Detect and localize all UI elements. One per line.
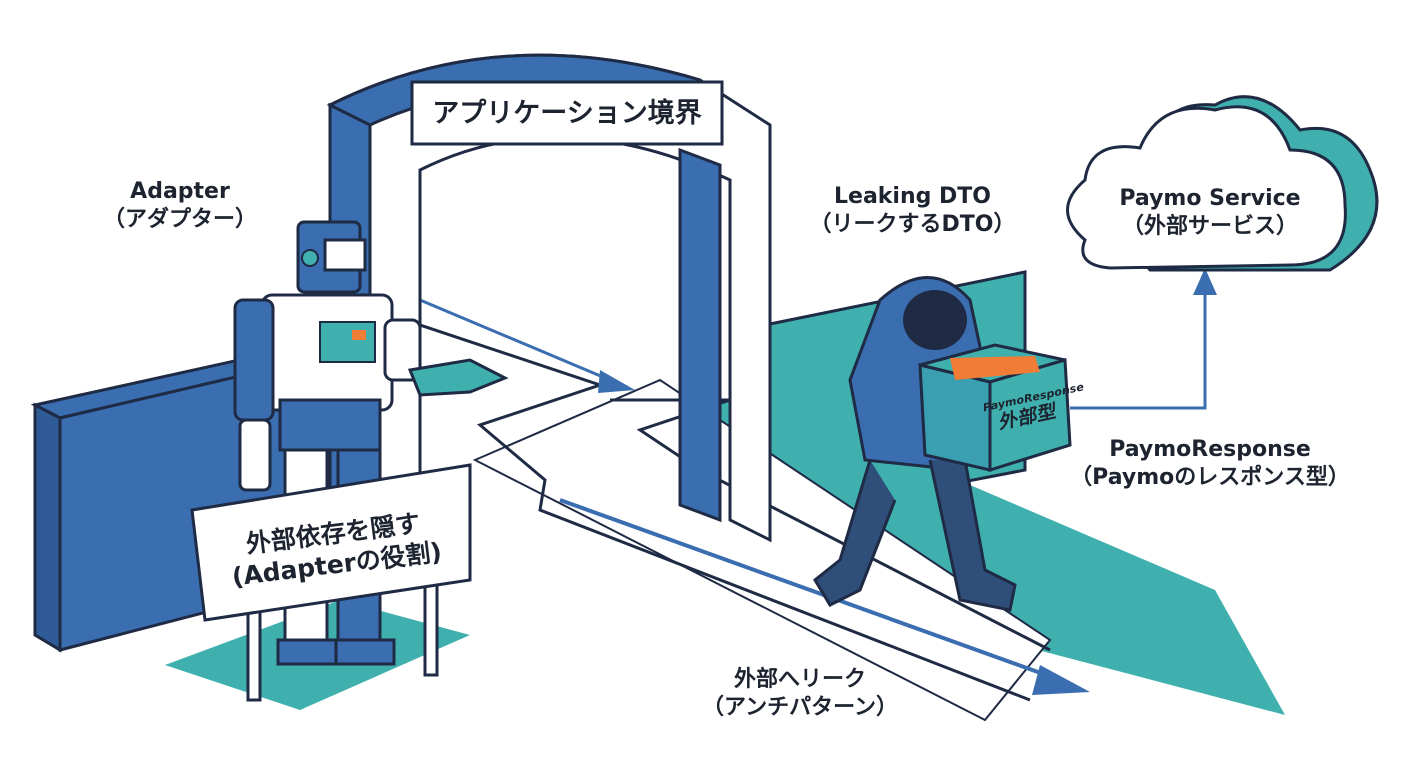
response-name-ja: （Paymoのレスポンス型） <box>1065 464 1355 492</box>
response-name: PaymoResponse <box>1065 436 1355 464</box>
sign-post-left <box>248 600 260 700</box>
left-wall-face <box>35 405 60 650</box>
leaking-label: Leaking DTO （リークするDTO） <box>800 183 1025 238</box>
leaking-name: Leaking DTO <box>800 183 1025 211</box>
adapter-name-ja: （アダプター） <box>95 206 265 234</box>
arch-title: アプリケーション境界 <box>412 97 722 131</box>
service-connector <box>1070 290 1205 408</box>
leak-line1: 外部へリーク <box>700 666 900 694</box>
sign-post-right <box>425 580 437 675</box>
leak-label: 外部へリーク （アンチパターン） <box>700 666 900 721</box>
leak-path-arrow <box>598 370 635 393</box>
adapter-name: Adapter <box>95 178 265 206</box>
service-label: Paymo Service （外部サービス） <box>1090 185 1330 240</box>
leak-arrow-head <box>1032 665 1090 695</box>
adapter-label: Adapter （アダプター） <box>95 178 265 233</box>
leak-line2: （アンチパターン） <box>700 694 900 722</box>
leaking-name-ja: （リークするDTO） <box>800 211 1025 239</box>
service-connector-arrow <box>1193 268 1217 295</box>
service-name: Paymo Service <box>1090 185 1330 213</box>
service-name-ja: （外部サービス） <box>1090 213 1330 241</box>
arch-blue-right <box>680 150 720 520</box>
response-label: PaymoResponse （Paymoのレスポンス型） <box>1065 436 1355 491</box>
